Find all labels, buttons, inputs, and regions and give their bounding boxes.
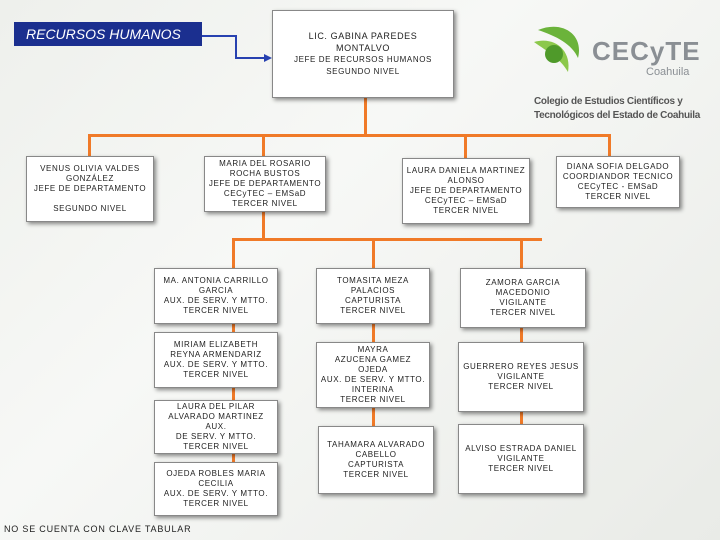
connector	[232, 238, 542, 241]
logo-line1: Colegio de Estudios Científicos y	[534, 96, 683, 107]
connector	[88, 134, 91, 158]
logo-brand: CECyTE	[592, 36, 701, 66]
connector	[364, 98, 367, 136]
connector	[464, 134, 467, 158]
logo-line2: Tecnológicos del Estado de Coahuila	[534, 110, 701, 121]
logo-region: Coahuila	[646, 66, 690, 78]
connector	[262, 212, 265, 240]
connector	[262, 134, 265, 156]
section-title: RECURSOS HUMANOS	[14, 22, 202, 46]
connector	[88, 134, 610, 137]
node-head: LIC. GABINA PAREDES MONTALVO JEFE DE REC…	[272, 10, 454, 98]
footer-note: NO SE CUENTA CON CLAVE TABULAR	[4, 524, 192, 534]
cecyte-logo: CECyTE Coahuila Colegio de Estudios Cien…	[528, 22, 714, 126]
cecyte-emblem-icon	[534, 26, 579, 72]
connector	[608, 134, 611, 156]
